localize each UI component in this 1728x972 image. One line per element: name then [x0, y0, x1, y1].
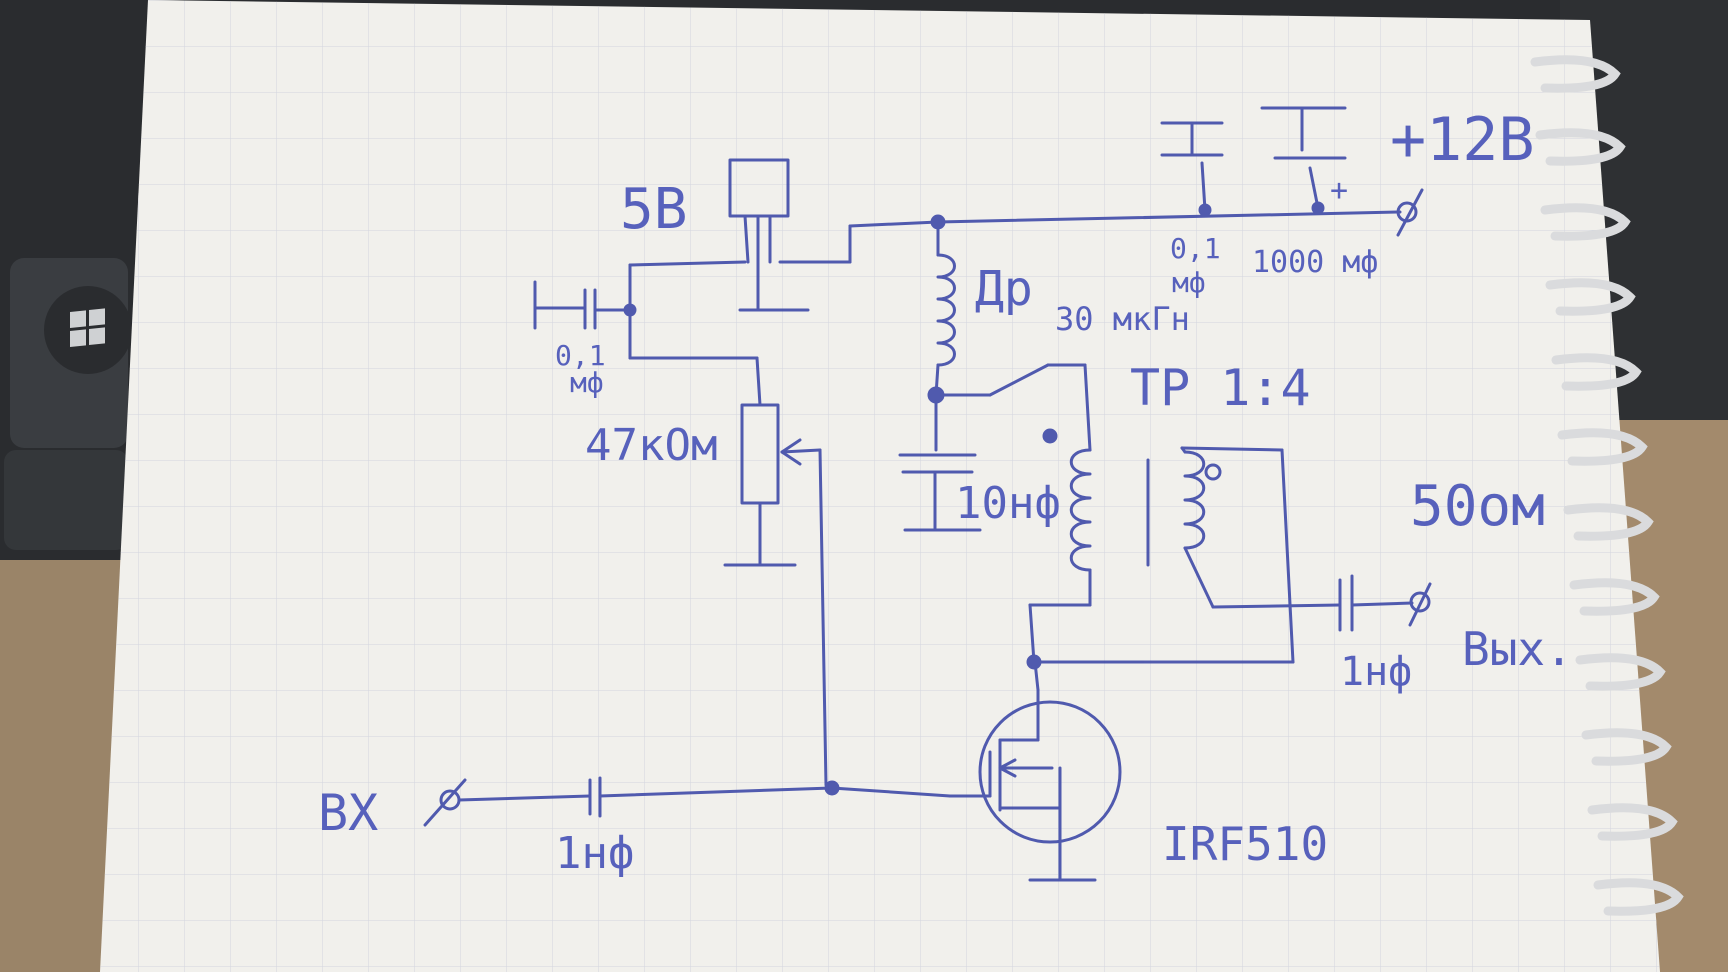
bypass-capacitor-01 [533, 280, 632, 330]
output-cap-label: 1нф [1340, 649, 1412, 695]
transformer-label: ТР 1:4 [1130, 359, 1311, 417]
potentiometer-label: 47кОм [585, 420, 717, 471]
rail-capacitor-01 [1160, 121, 1224, 217]
supply-voltage-label: +12В [1390, 105, 1535, 175]
output-label: Вых. [1462, 622, 1573, 676]
filter-capacitor [898, 393, 982, 532]
schematic-labels: ВХ 1нф 5В 0,1 мф 47кОм Др 30 мкГн 10нф 0… [318, 105, 1573, 879]
choke-label: Др [975, 261, 1033, 317]
bypass-cap-unit: мф [570, 366, 604, 399]
filter-cap-label: 10нф [955, 478, 1061, 529]
rail-cap-value: 0,1 [1170, 232, 1221, 265]
rail-capacitor-1000 [1260, 106, 1347, 215]
mosfet-label: IRF510 [1162, 817, 1328, 871]
output-capacitor [1338, 574, 1414, 632]
input-terminal [423, 778, 592, 827]
input-capacitor [588, 776, 834, 818]
spiral-binding [1530, 55, 1684, 916]
input-capacitor-label: 1нф [555, 828, 634, 879]
electrolytic-cap-label: 1000 мф [1252, 245, 1378, 280]
bypass-cap-value: 0,1 [555, 339, 606, 372]
output-terminal [1408, 582, 1432, 627]
mosfet-irf510 [948, 688, 1122, 882]
bias-potentiometer [628, 356, 828, 787]
load-impedance-label: 50ом [1410, 474, 1545, 539]
circuit-schematic [423, 106, 1432, 882]
supply-terminal [1396, 188, 1424, 237]
rail-cap-unit: мф [1172, 266, 1206, 299]
windows-key [4, 258, 132, 550]
transformer-1-4 [934, 363, 1342, 664]
choke-value: 30 мкГн [1055, 300, 1190, 338]
regulator-5v [628, 158, 940, 360]
input-label: ВХ [318, 784, 378, 842]
polarity-mark: + [1330, 173, 1348, 208]
regulator-label: 5В [620, 177, 687, 242]
windows-logo-icon [70, 308, 105, 347]
